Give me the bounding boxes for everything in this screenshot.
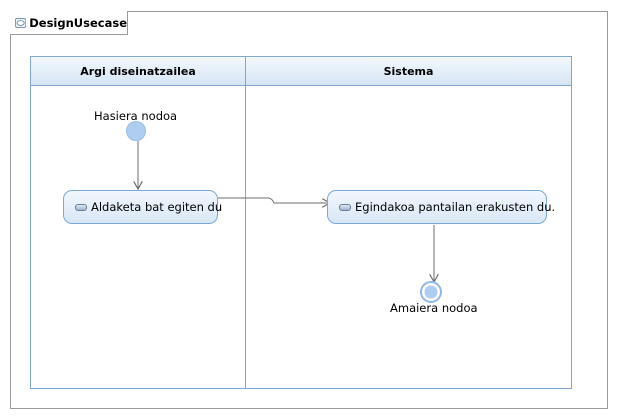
action-icon bbox=[75, 203, 87, 211]
action-label: Egindakoa pantailan erakusten du. bbox=[355, 200, 556, 214]
initial-node bbox=[126, 121, 146, 141]
partition-header: Argi diseinatzailea bbox=[31, 57, 245, 86]
action-egindakoa[interactable]: Egindakoa pantailan erakusten du. bbox=[327, 190, 555, 224]
flow-action-to-action bbox=[218, 197, 330, 203]
final-node-inner bbox=[424, 285, 438, 299]
action-aldaketa[interactable]: Aldaketa bat egiten du bbox=[63, 190, 222, 224]
final-node-label: Amaiera nodoa bbox=[390, 301, 478, 315]
use-case-icon bbox=[15, 17, 27, 28]
action-label: Aldaketa bat egiten du bbox=[91, 200, 223, 214]
initial-node-label: Hasiera nodoa bbox=[94, 109, 178, 123]
diagram-title-tab[interactable]: DesignUsecase bbox=[10, 11, 128, 35]
partition-header: Sistema bbox=[246, 57, 571, 86]
diagram-title: DesignUsecase bbox=[29, 15, 127, 30]
action-icon bbox=[339, 203, 351, 211]
